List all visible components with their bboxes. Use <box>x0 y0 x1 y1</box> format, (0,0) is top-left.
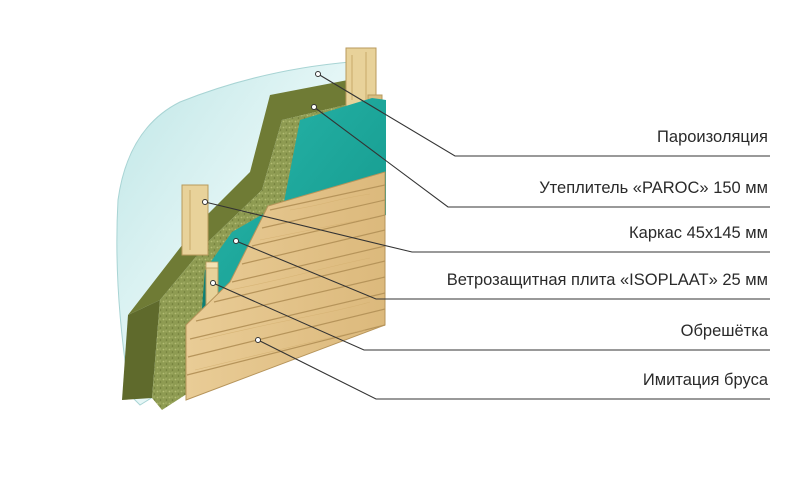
cladding-board-joints <box>186 184 386 376</box>
label-wind-board: Ветрозащитная плита «ISOPLAAT» 25 мм <box>446 271 768 289</box>
cladding-wood-grain <box>194 193 371 371</box>
label-batten: Обрешётка <box>680 322 768 340</box>
leader-line-frame <box>204 201 770 253</box>
label-cladding: Имитация бруса <box>642 371 768 389</box>
insulation-side-face <box>122 300 160 400</box>
leader-line-wind-board <box>235 240 770 300</box>
leader-line-insulation <box>313 106 770 208</box>
leader-line-batten <box>212 282 770 351</box>
leader-lines <box>204 73 770 400</box>
label-insulation: Утеплитель «PAROC» 150 мм <box>539 179 768 197</box>
insulation-top-face <box>128 80 358 315</box>
label-frame: Каркас 45х145 мм <box>629 224 768 242</box>
leader-dots <box>202 71 321 343</box>
leader-line-cladding <box>257 339 770 400</box>
batten-top <box>205 261 219 269</box>
label-vapor-barrier: Пароизоляция <box>657 128 768 146</box>
frame-stud-middle <box>181 184 209 256</box>
leader-line-vapor-barrier <box>317 73 770 157</box>
imitation-timber-cladding <box>185 171 386 401</box>
